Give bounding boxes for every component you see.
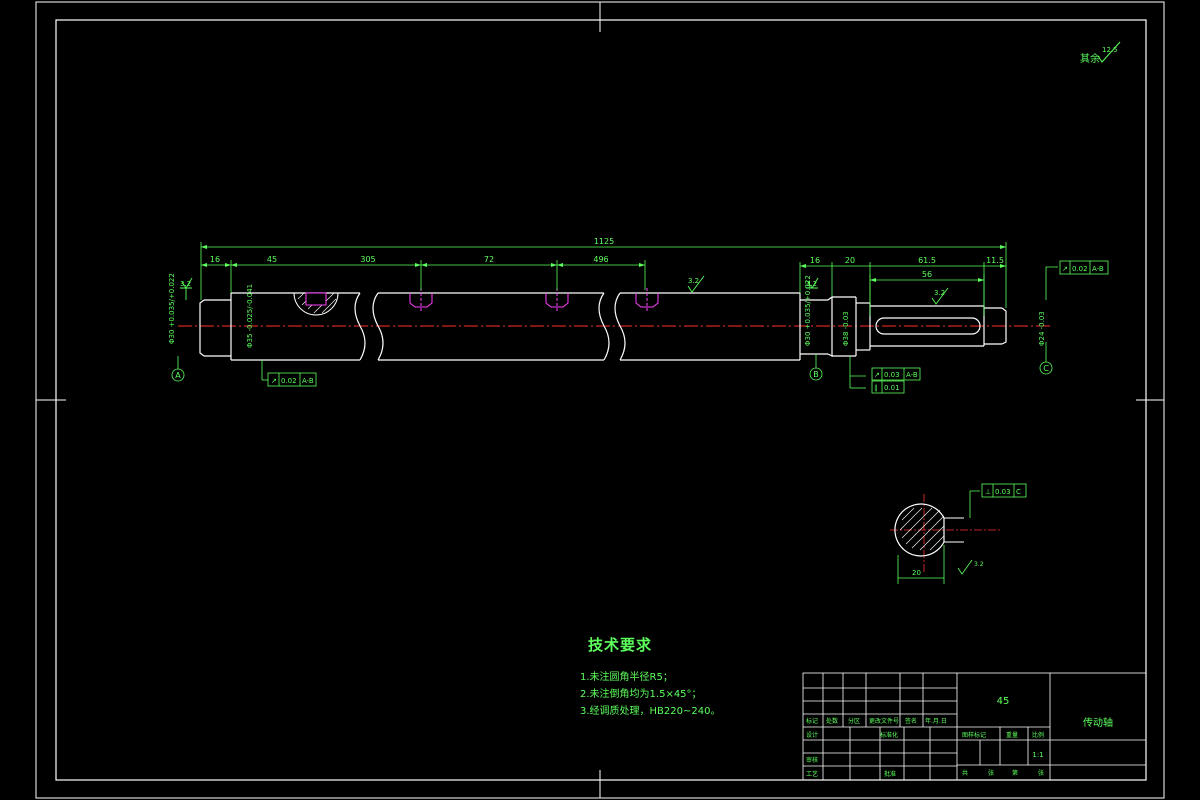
diameter-callout-1: Φ30 +0.035/+0.022	[168, 273, 176, 344]
partial-section	[293, 292, 339, 316]
tb-review: 审核	[806, 756, 818, 764]
roughness-note-text: 其余	[1080, 52, 1100, 65]
tol-right-value: 0.02	[1072, 265, 1088, 273]
tb-weight: 重量	[1006, 731, 1018, 739]
tol-flat-value: 0.01	[884, 384, 900, 392]
shaft-outline	[199, 292, 1007, 361]
dim-keyway-56: 56	[922, 270, 932, 279]
roughness-4: 3.2	[934, 289, 945, 297]
datum-markers	[171, 342, 1053, 382]
roughness-3: 3.2	[806, 280, 817, 288]
tb-zone: 分区	[848, 717, 860, 725]
section-width: 20	[912, 569, 921, 577]
part-name: 传动轴	[1083, 716, 1113, 729]
tb-process: 工艺	[806, 770, 818, 778]
dim-496: 496	[593, 255, 608, 264]
tol-right-symbol: ↗	[1062, 265, 1068, 273]
centering-marks	[36, 2, 1164, 798]
dimension-texts: 1125 16 45 305 72 496 16 20 61.5 11.5 56	[210, 237, 1004, 279]
tech-requirement-2: 2.未注倒角均为1.5×45°；	[580, 689, 702, 700]
dim-72: 72	[484, 255, 494, 264]
tb-sheet-total: 共	[962, 769, 968, 777]
datum-a: A	[175, 371, 181, 380]
dim-20: 20	[845, 256, 855, 265]
tb-date: 年.月.日	[925, 717, 947, 725]
tol-flat-symbol: ∥	[874, 384, 878, 392]
radial-holes	[409, 288, 659, 312]
tech-requirement-1: 1.未注圆角半径R5；	[580, 672, 673, 683]
roughness-symbols	[180, 275, 949, 305]
tb-sheet-word2: 张	[1038, 769, 1044, 777]
tol-left-symbol: ↗	[271, 377, 277, 385]
dim-61-5: 61.5	[918, 256, 936, 265]
tb-design: 设计	[806, 731, 818, 739]
datum-b: B	[813, 370, 819, 379]
tb-mark: 标记	[806, 717, 818, 725]
roughness-1: 3.2	[180, 280, 191, 288]
tech-requirements-title: 技术要求	[588, 636, 653, 654]
diameter-callout-5: Φ24 -0.03	[1038, 311, 1046, 346]
inner-frame	[55, 19, 1147, 781]
section-depth: 3.2	[974, 561, 984, 568]
tb-doc: 更改文件号	[869, 717, 899, 725]
tol-section-symbol: ⊥	[985, 488, 991, 496]
tol-section-datum: C	[1016, 488, 1021, 496]
dim-11-5: 11.5	[986, 256, 1004, 265]
tol-section-value: 0.03	[995, 488, 1011, 496]
title-block-text: 标记 处数 分区 更改文件号 签名 年.月.日 设计 标准化 图样标记 重量 比…	[806, 717, 1044, 778]
roughness-2: 3.2	[688, 277, 699, 285]
tol-mid-value: 0.03	[884, 371, 900, 379]
title-block	[802, 672, 1147, 781]
tol-left-value: 0.02	[281, 377, 297, 385]
tol-right-datum: A-B	[1092, 265, 1104, 273]
roughness-note-value: 12.5	[1102, 46, 1118, 54]
roughness-note: 其余 12.5	[1080, 41, 1121, 65]
tol-left-datum: A-B	[302, 377, 314, 385]
tol-mid-datum: A-B	[906, 371, 918, 379]
diameter-callout-4: Φ38 -0.03	[842, 311, 850, 346]
tb-sheet-no: 第	[1012, 769, 1018, 777]
dim-16-left: 16	[210, 255, 220, 264]
dim-16-right: 16	[810, 256, 820, 265]
tolerance-left: ↗ 0.02 A-B	[261, 360, 317, 387]
tol-mid-symbol: ↗	[874, 371, 880, 379]
dimension-arrows	[201, 245, 1006, 282]
tb-count: 处数	[826, 717, 838, 725]
dim-305: 305	[360, 255, 375, 264]
tb-sign: 签名	[905, 717, 917, 725]
scale-value: 1:1	[1032, 751, 1043, 759]
dim-45: 45	[267, 255, 277, 264]
diameter-callouts: Φ30 +0.035/+0.022 Φ35 -0.025/-0.041 Φ30 …	[168, 273, 1046, 348]
tb-scale-label: 比例	[1032, 731, 1044, 739]
tb-standardize: 标准化	[880, 731, 898, 739]
material-label: 45	[997, 696, 1010, 707]
diameter-callout-3: Φ30 +0.035/+0.022	[804, 275, 812, 346]
tolerance-mid: ↗ 0.03 A-B ∥ 0.01	[849, 356, 921, 394]
section-view: ⊥ 0.03 C 20 3.2	[890, 483, 1027, 584]
tb-approve: 批准	[884, 770, 896, 778]
dim-overall: 1125	[594, 237, 614, 246]
diameter-callout-2: Φ35 -0.025/-0.041	[246, 284, 254, 348]
tb-stage: 图样标记	[962, 731, 986, 739]
tolerance-right: ↗ 0.02 A-B	[1045, 260, 1109, 300]
roughness-values: 3.2 3.2 3.2 3.2	[180, 277, 945, 297]
tech-requirement-3: 3.经调质处理，HB220~240。	[580, 706, 721, 717]
tb-sheet-word: 张	[988, 769, 994, 777]
datum-c: C	[1043, 364, 1049, 373]
